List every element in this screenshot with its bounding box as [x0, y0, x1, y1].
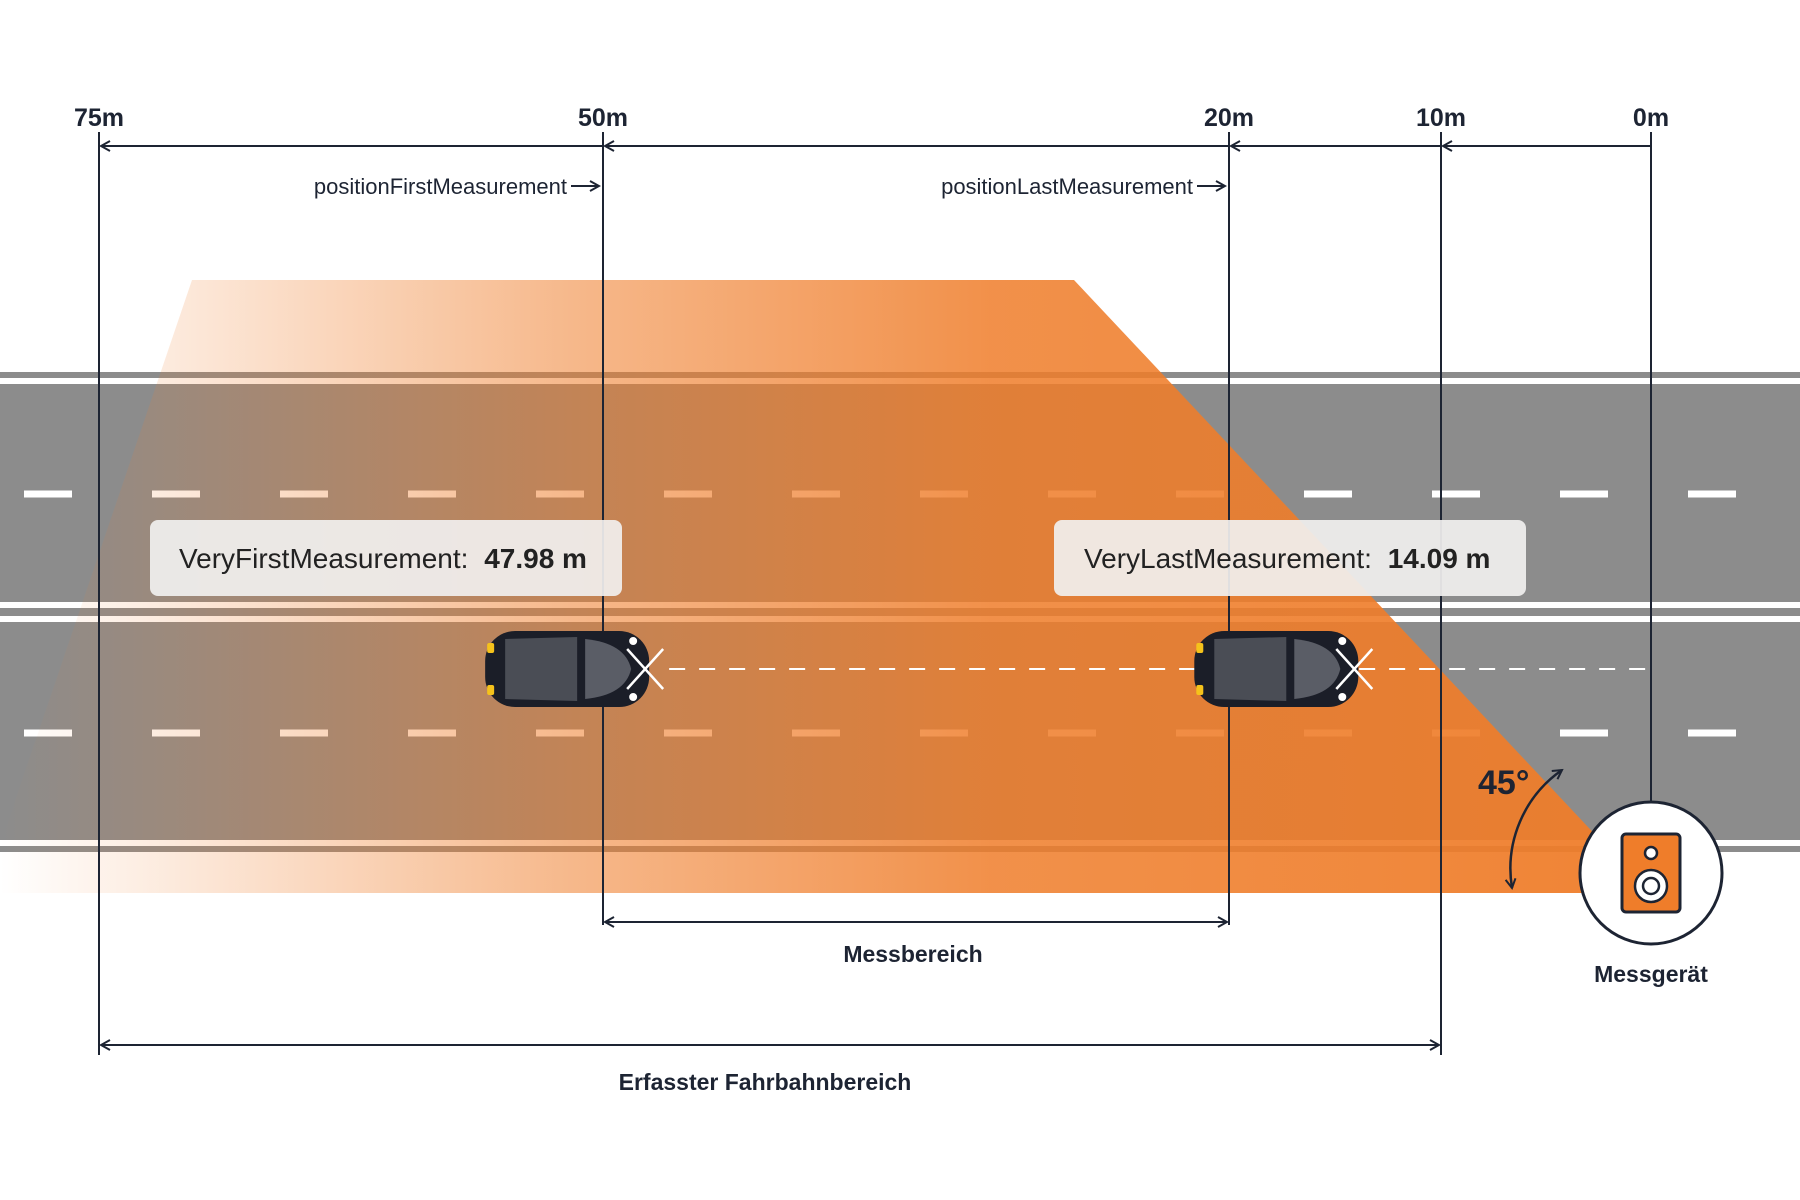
very-last-measurement-label: VeryLastMeasurement: [1084, 543, 1372, 574]
car-tail-light [487, 643, 495, 653]
car-headlight [1338, 637, 1347, 645]
measuring-device: Messgerät [1578, 800, 1724, 987]
very-first-measurement-label: VeryFirstMeasurement: [179, 543, 468, 574]
very-first-measurement-background [150, 520, 622, 596]
position-last-measurement-text: positionLastMeasurement [941, 174, 1193, 199]
position-first-label: positionFirstMeasurement [314, 174, 599, 199]
angle-arc [1510, 770, 1562, 888]
very-last-measurement-text: VeryLastMeasurement: 14.09 m [1084, 543, 1490, 574]
car-windshield [1294, 639, 1341, 699]
angle-label: 45° [1478, 764, 1529, 802]
car-last-measurement [1194, 631, 1374, 707]
car-first-measurement [485, 631, 665, 707]
car-tail-light [487, 685, 495, 695]
tick-label-0m: 0m [1633, 104, 1669, 132]
detected-road-area-label: Erfasster Fahrbahnbereich [619, 1069, 912, 1095]
very-first-measurement-box: VeryFirstMeasurement: 47.98 m [150, 520, 622, 596]
position-first-measurement-text: positionFirstMeasurement [314, 174, 567, 199]
radar-beam-area [0, 280, 1650, 893]
car-front-marker [1335, 648, 1374, 690]
device-label: Messgerät [1594, 961, 1708, 987]
very-first-measurement-text: VeryFirstMeasurement: 47.98 m [179, 543, 587, 574]
measurement-range: Messbereich [605, 922, 1227, 967]
car-tail-light [1196, 643, 1204, 653]
tick-label-10m: 10m [1416, 104, 1466, 132]
tick-label-50m: 50m [578, 104, 628, 132]
detected-road-area: Erfasster Fahrbahnbereich [101, 1045, 1439, 1095]
very-first-measurement-value: 47.98 m [484, 543, 587, 574]
car-roof [1214, 637, 1287, 701]
tick-label-20m: 20m [1204, 104, 1254, 132]
measurement-range-label: Messbereich [843, 941, 982, 967]
very-last-measurement-box: VeryLastMeasurement: 14.09 m [1054, 520, 1526, 596]
position-last-label: positionLastMeasurement [941, 174, 1225, 199]
radar-beam [0, 280, 1650, 893]
tick-label-75m: 75m [74, 104, 124, 132]
angle-indicator: 45° [1478, 764, 1562, 888]
very-last-measurement-value: 14.09 m [1388, 543, 1491, 574]
car-headlight [629, 693, 638, 701]
speaker-icon [1620, 832, 1682, 914]
car-windshield [585, 639, 632, 699]
distance-tick-labels: 75m 50m 20m 10m 0m [74, 104, 1669, 132]
car-front-marker [626, 648, 665, 690]
car-headlight [1338, 693, 1347, 701]
car-tail-light [1196, 685, 1204, 695]
car-roof [505, 637, 578, 701]
car-headlight [629, 637, 638, 645]
very-last-measurement-background [1054, 520, 1526, 596]
